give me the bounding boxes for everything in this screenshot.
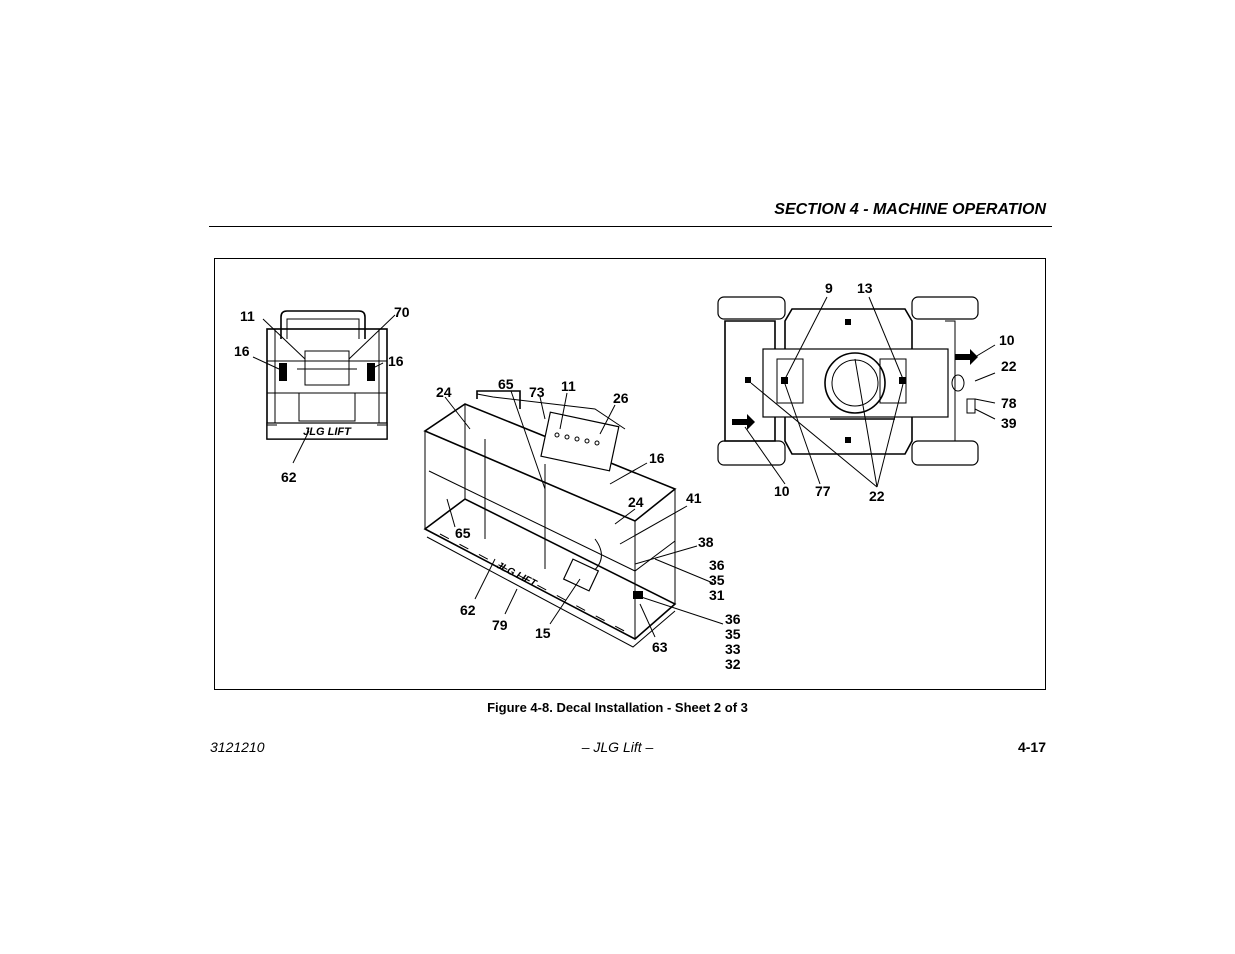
callout-front-16-left: 16 (234, 343, 250, 359)
footer-brand: – JLG Lift – (581, 739, 654, 755)
top-view-drawing (717, 296, 979, 466)
callout-platform-62: 62 (460, 602, 476, 618)
callout-platform-41: 41 (686, 490, 702, 506)
callout-top-77: 77 (815, 483, 831, 499)
callout-platform-65-bottom: 65 (455, 525, 471, 541)
callout-top-9: 9 (825, 280, 833, 296)
decal-illustration: JLG LIFT JLG LIFT (234, 280, 1017, 672)
callout-top-22-right: 22 (1001, 358, 1017, 374)
callout-top-39: 39 (1001, 415, 1017, 431)
callout-top-10-left: 10 (774, 483, 790, 499)
callout-top-10-right: 10 (999, 332, 1015, 348)
leader-lines (252, 296, 996, 638)
figure-caption: Figure 4-8. Decal Installation - Sheet 2… (487, 700, 748, 715)
callout-platform-32: 32 (725, 656, 741, 672)
callout-platform-35-a: 35 (709, 572, 725, 588)
decal-figure: JLG LIFT JLG LIFT (214, 258, 1046, 690)
callout-platform-36-a: 36 (709, 557, 725, 573)
callout-platform-31: 31 (709, 587, 725, 603)
front-brand-mark: JLG LIFT (303, 426, 352, 438)
footer-doc-number: 3121210 (210, 739, 265, 755)
front-view-drawing: JLG LIFT (266, 310, 388, 440)
callout-platform-65-top: 65 (498, 376, 514, 392)
callout-platform-73: 73 (529, 384, 545, 400)
callout-platform-16: 16 (649, 450, 665, 466)
callout-front-16-right: 16 (388, 353, 404, 369)
callout-platform-24-right: 24 (628, 494, 644, 510)
callout-platform-11: 11 (561, 378, 576, 394)
callout-top-78: 78 (1001, 395, 1017, 411)
callout-platform-35-b: 35 (725, 626, 741, 642)
callout-platform-15: 15 (535, 625, 551, 641)
callout-platform-24-left: 24 (436, 384, 452, 400)
section-title: SECTION 4 - MACHINE OPERATION (774, 201, 1046, 218)
platform-brand-mark: JLG LIFT (494, 560, 538, 590)
callout-platform-38: 38 (698, 534, 714, 550)
callout-platform-26: 26 (613, 390, 629, 406)
callout-platform-33: 33 (725, 641, 741, 657)
callout-front-11: 11 (240, 308, 255, 324)
header-rule (209, 226, 1052, 227)
callout-platform-63: 63 (652, 639, 668, 655)
callout-top-22-bottom: 22 (869, 488, 885, 504)
callout-front-62: 62 (281, 469, 297, 485)
footer-page-number: 4-17 (1017, 739, 1046, 755)
callout-top-13: 13 (857, 280, 873, 296)
callout-platform-79: 79 (492, 617, 508, 633)
callout-front-70: 70 (394, 304, 410, 320)
callout-platform-36-b: 36 (725, 611, 741, 627)
